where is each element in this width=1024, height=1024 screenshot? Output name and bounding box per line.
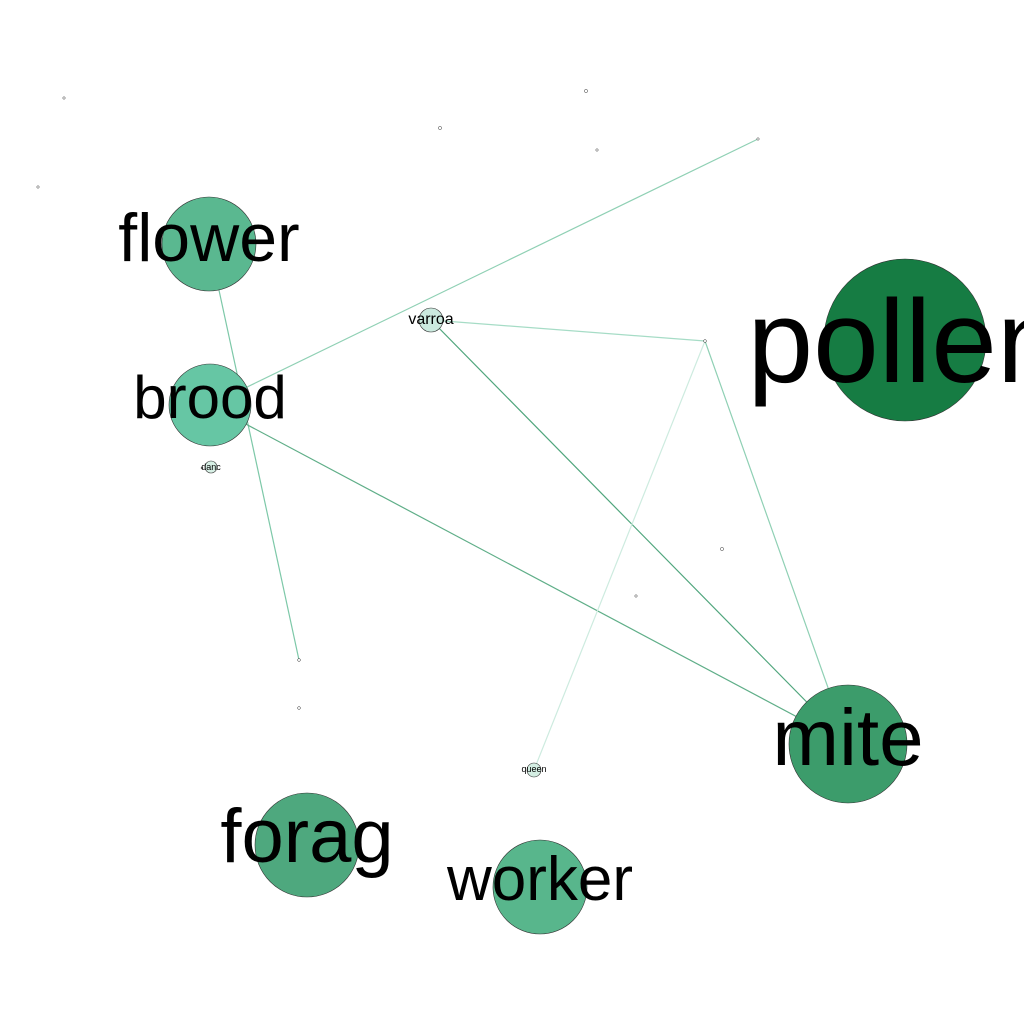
node-d1[interactable]	[62, 96, 66, 100]
node-d12[interactable]	[200, 466, 204, 470]
node-d7[interactable]	[720, 547, 724, 551]
labels-layer: pollen flower brood varroa danc mite forag work…	[118, 200, 1024, 914]
node-d3[interactable]	[438, 126, 442, 130]
node-label-worker: worker	[446, 845, 633, 914]
node-d8[interactable]	[703, 339, 707, 343]
node-pollen[interactable]	[823, 258, 987, 422]
nodes-layer	[36, 89, 987, 935]
edge-d8-queen	[533, 340, 706, 771]
node-worker[interactable]	[492, 839, 588, 935]
node-d5[interactable]	[756, 137, 760, 141]
node-varroa[interactable]	[418, 307, 444, 333]
node-d2[interactable]	[36, 185, 40, 189]
node-label-mite: mite	[772, 693, 923, 782]
node-mite[interactable]	[788, 684, 908, 804]
edge-varroa-d8	[430, 319, 706, 342]
node-label-flower: flower	[118, 200, 299, 276]
node-brood[interactable]	[168, 363, 252, 447]
edge-d8-mite	[704, 340, 849, 745]
edge-varroa-mite	[430, 319, 849, 745]
node-flower[interactable]	[161, 196, 257, 292]
edge-brood-mite	[209, 404, 849, 745]
node-queen[interactable]	[526, 762, 542, 778]
node-label-queen: queen	[521, 764, 546, 774]
node-label-danc: danc	[201, 462, 221, 472]
node-d10[interactable]	[297, 658, 301, 662]
node-d4[interactable]	[584, 89, 588, 93]
node-danc[interactable]	[204, 460, 218, 474]
node-d6[interactable]	[595, 148, 599, 152]
node-label-brood: brood	[133, 364, 286, 431]
edge-brood-d5	[209, 138, 759, 406]
node-d9[interactable]	[634, 594, 638, 598]
node-label-pollen: pollen	[748, 276, 1024, 408]
node-forag[interactable]	[254, 792, 360, 898]
node-d11[interactable]	[297, 706, 301, 710]
node-label-forag: forag	[220, 794, 393, 879]
edge-flower-d10	[208, 243, 300, 661]
node-label-varroa: varroa	[408, 311, 453, 328]
edges-layer	[208, 138, 849, 771]
